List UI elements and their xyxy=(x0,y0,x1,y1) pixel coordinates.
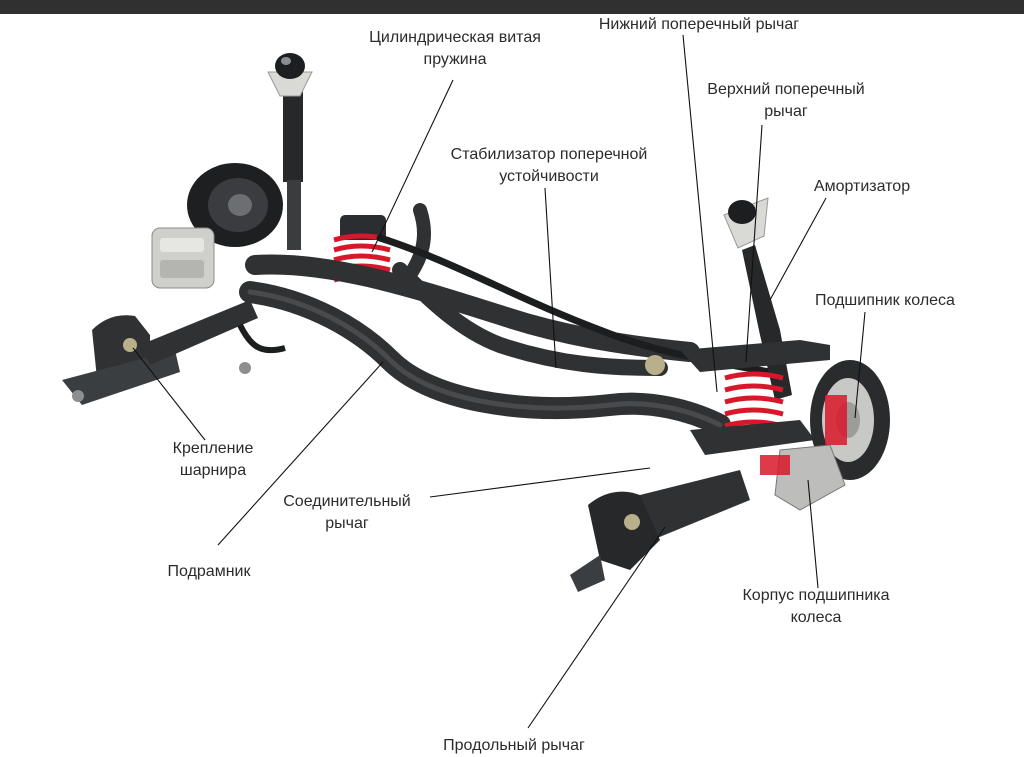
label-link-arm: Соединительный рычаг xyxy=(283,493,411,532)
left-trailing-arm xyxy=(140,300,258,365)
wheel-bearing-housing xyxy=(760,395,847,511)
label-lower-arm: Нижний поперечный рычаг xyxy=(598,16,800,33)
subframe xyxy=(239,203,731,436)
label-subframe: Подрамник xyxy=(167,563,251,580)
label-coil-spring: Цилиндрическая витая пружина xyxy=(369,29,541,68)
left-coil-spring xyxy=(333,215,391,283)
leader-link-arm xyxy=(429,467,651,498)
label-stabilizer: Стабилизатор поперечной устойчивости xyxy=(450,146,648,185)
leader-hinge-mount xyxy=(132,347,206,441)
leader-upper-arm xyxy=(745,124,763,363)
label-hinge-mount: Крепление шарнира xyxy=(172,440,254,479)
leader-shock xyxy=(769,197,827,301)
leader-lower-arm xyxy=(682,34,718,393)
label-upper-arm: Верхний поперечный рычаг xyxy=(707,81,865,120)
leader-subframe xyxy=(217,361,384,546)
leader-stabilizer xyxy=(544,187,557,369)
left-link-arm xyxy=(237,323,286,374)
right-coil-spring xyxy=(724,371,784,441)
top-bar xyxy=(0,0,1024,14)
left-brake-caliper xyxy=(151,227,215,289)
leader-lines xyxy=(132,34,866,729)
label-trailing-arm: Продольный рычаг xyxy=(443,737,585,754)
left-hinge-mount xyxy=(62,315,180,405)
left-brake-disc xyxy=(187,163,283,247)
right-upper-arm xyxy=(645,340,830,375)
leader-coil-spring xyxy=(371,79,454,253)
right-trailing-arm xyxy=(570,470,750,592)
leader-wheel-bearing xyxy=(854,311,866,419)
left-shock-absorber xyxy=(267,53,313,250)
label-shock: Амортизатор xyxy=(813,178,911,195)
right-lower-arm xyxy=(690,420,815,455)
label-bearing-housing: Корпус подшипника колеса xyxy=(742,587,890,626)
leader-bearing-housing xyxy=(807,479,819,589)
label-wheel-bearing: Подшипник колеса xyxy=(815,292,955,309)
leader-trailing-arm xyxy=(527,526,666,729)
